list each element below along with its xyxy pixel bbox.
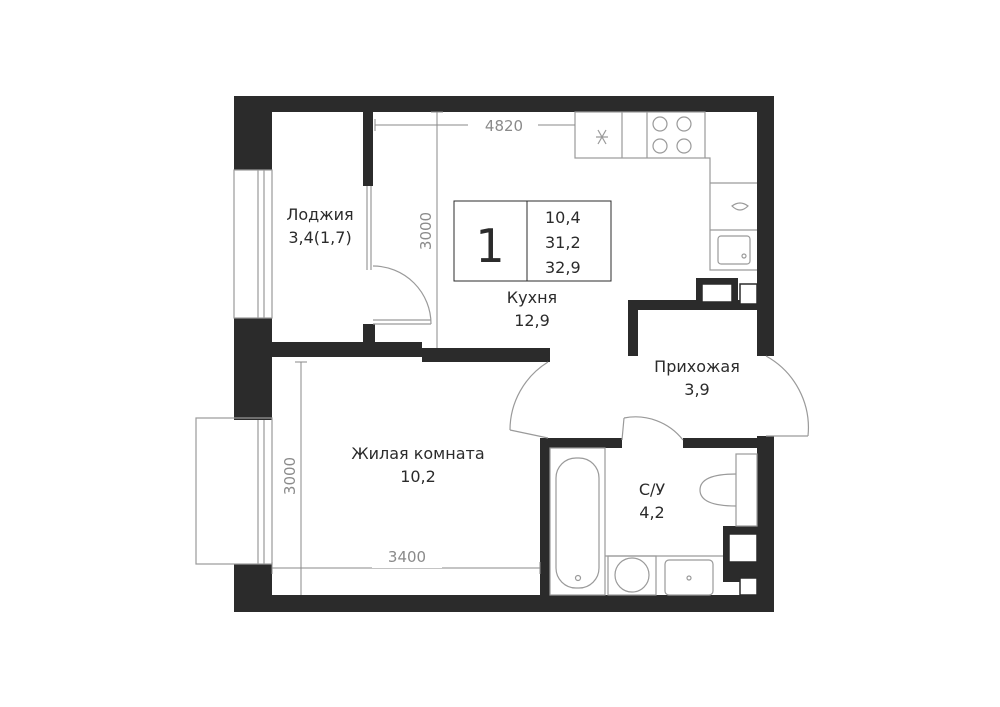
window-loggia-left	[233, 169, 273, 319]
summary-frame	[453, 200, 612, 282]
kitchen-sink-drain	[741, 253, 747, 259]
door-bath-swing	[623, 416, 684, 441]
dim-kitchen-width: 4820	[485, 117, 523, 135]
wall-loggia-partition	[363, 112, 373, 186]
wall-bottom	[234, 595, 774, 612]
area-total: 31,2	[545, 233, 581, 252]
wall-bath-top-left	[540, 438, 622, 448]
bathtub-drain	[574, 574, 582, 582]
room-name-hallway: Прихожая	[654, 357, 740, 376]
room-area-bathroom: 4,2	[639, 503, 664, 522]
kitchen-fixtures	[574, 111, 757, 271]
washing-machine-body	[607, 555, 657, 596]
wall-hall-top	[628, 300, 761, 310]
shaft-bottom-side	[739, 577, 758, 596]
room-name-living: Жилая комната	[351, 444, 484, 463]
area-with-loggia: 32,9	[545, 258, 581, 277]
room-area-loggia: 3,4(1,7)	[288, 228, 351, 247]
ventilation-shafts	[701, 283, 758, 596]
stove-burner-icon	[676, 138, 692, 154]
washing-machine-icon	[614, 557, 650, 593]
balcony-frame	[195, 417, 273, 565]
bathroom-fixtures	[549, 447, 758, 596]
wall-living-top	[272, 342, 422, 357]
shaft-top-inner	[701, 283, 733, 303]
wall-living-right	[540, 438, 550, 598]
kitchen-counter-side	[705, 157, 757, 271]
shaft-bottom-inner	[728, 533, 758, 563]
room-area-hallway: 3,9	[684, 380, 709, 399]
wall-left-top	[234, 96, 272, 170]
door-loggia-swing	[372, 265, 432, 325]
dim-living-depth: 3000	[281, 457, 299, 495]
door-entrance-swing	[765, 355, 810, 437]
wall-hall-left	[628, 300, 638, 356]
kitchen-sink-basin	[717, 235, 751, 265]
wall-left-middle	[234, 318, 272, 420]
wall-bath-top-right	[683, 438, 763, 448]
area-living: 10,4	[545, 208, 581, 227]
door-bath-leaf	[621, 417, 625, 441]
doors	[372, 265, 810, 441]
stove-burner-icon	[652, 116, 668, 132]
room-area-living: 10,2	[400, 467, 436, 486]
washbasin-drain	[686, 575, 692, 581]
windows	[195, 169, 372, 565]
dim-living-width: 3400	[388, 548, 426, 566]
stove-burner-icon	[676, 116, 692, 132]
wall-living-top-right	[422, 348, 550, 362]
walls	[234, 96, 774, 612]
summary-box	[453, 200, 612, 282]
toilet-tank	[735, 453, 758, 527]
room-name-bathroom: С/У	[639, 480, 666, 499]
bathtub-inner	[555, 457, 600, 589]
room-name-loggia: Лоджия	[286, 205, 353, 224]
kitchen-sink-icon	[731, 202, 749, 211]
fan-icon	[596, 129, 608, 145]
room-area-kitchen: 12,9	[514, 311, 550, 330]
wall-loggia-stub	[363, 324, 375, 344]
kitchen-counter-top	[574, 111, 706, 159]
shaft-top-side	[739, 283, 758, 305]
door-living-swing	[509, 361, 549, 431]
wall-right-top	[757, 96, 774, 356]
stove-burner-icon	[652, 138, 668, 154]
dim-kitchen-depth: 3000	[417, 212, 435, 250]
toilet-icon	[699, 473, 737, 507]
washbasin-icon	[664, 559, 714, 596]
rooms-count: 1	[475, 219, 504, 273]
door-living-leaf	[509, 429, 549, 439]
bathtub-icon	[549, 447, 606, 596]
wall-top	[234, 96, 774, 112]
wall-right-bottom	[757, 436, 774, 612]
room-name-kitchen: Кухня	[507, 288, 557, 307]
